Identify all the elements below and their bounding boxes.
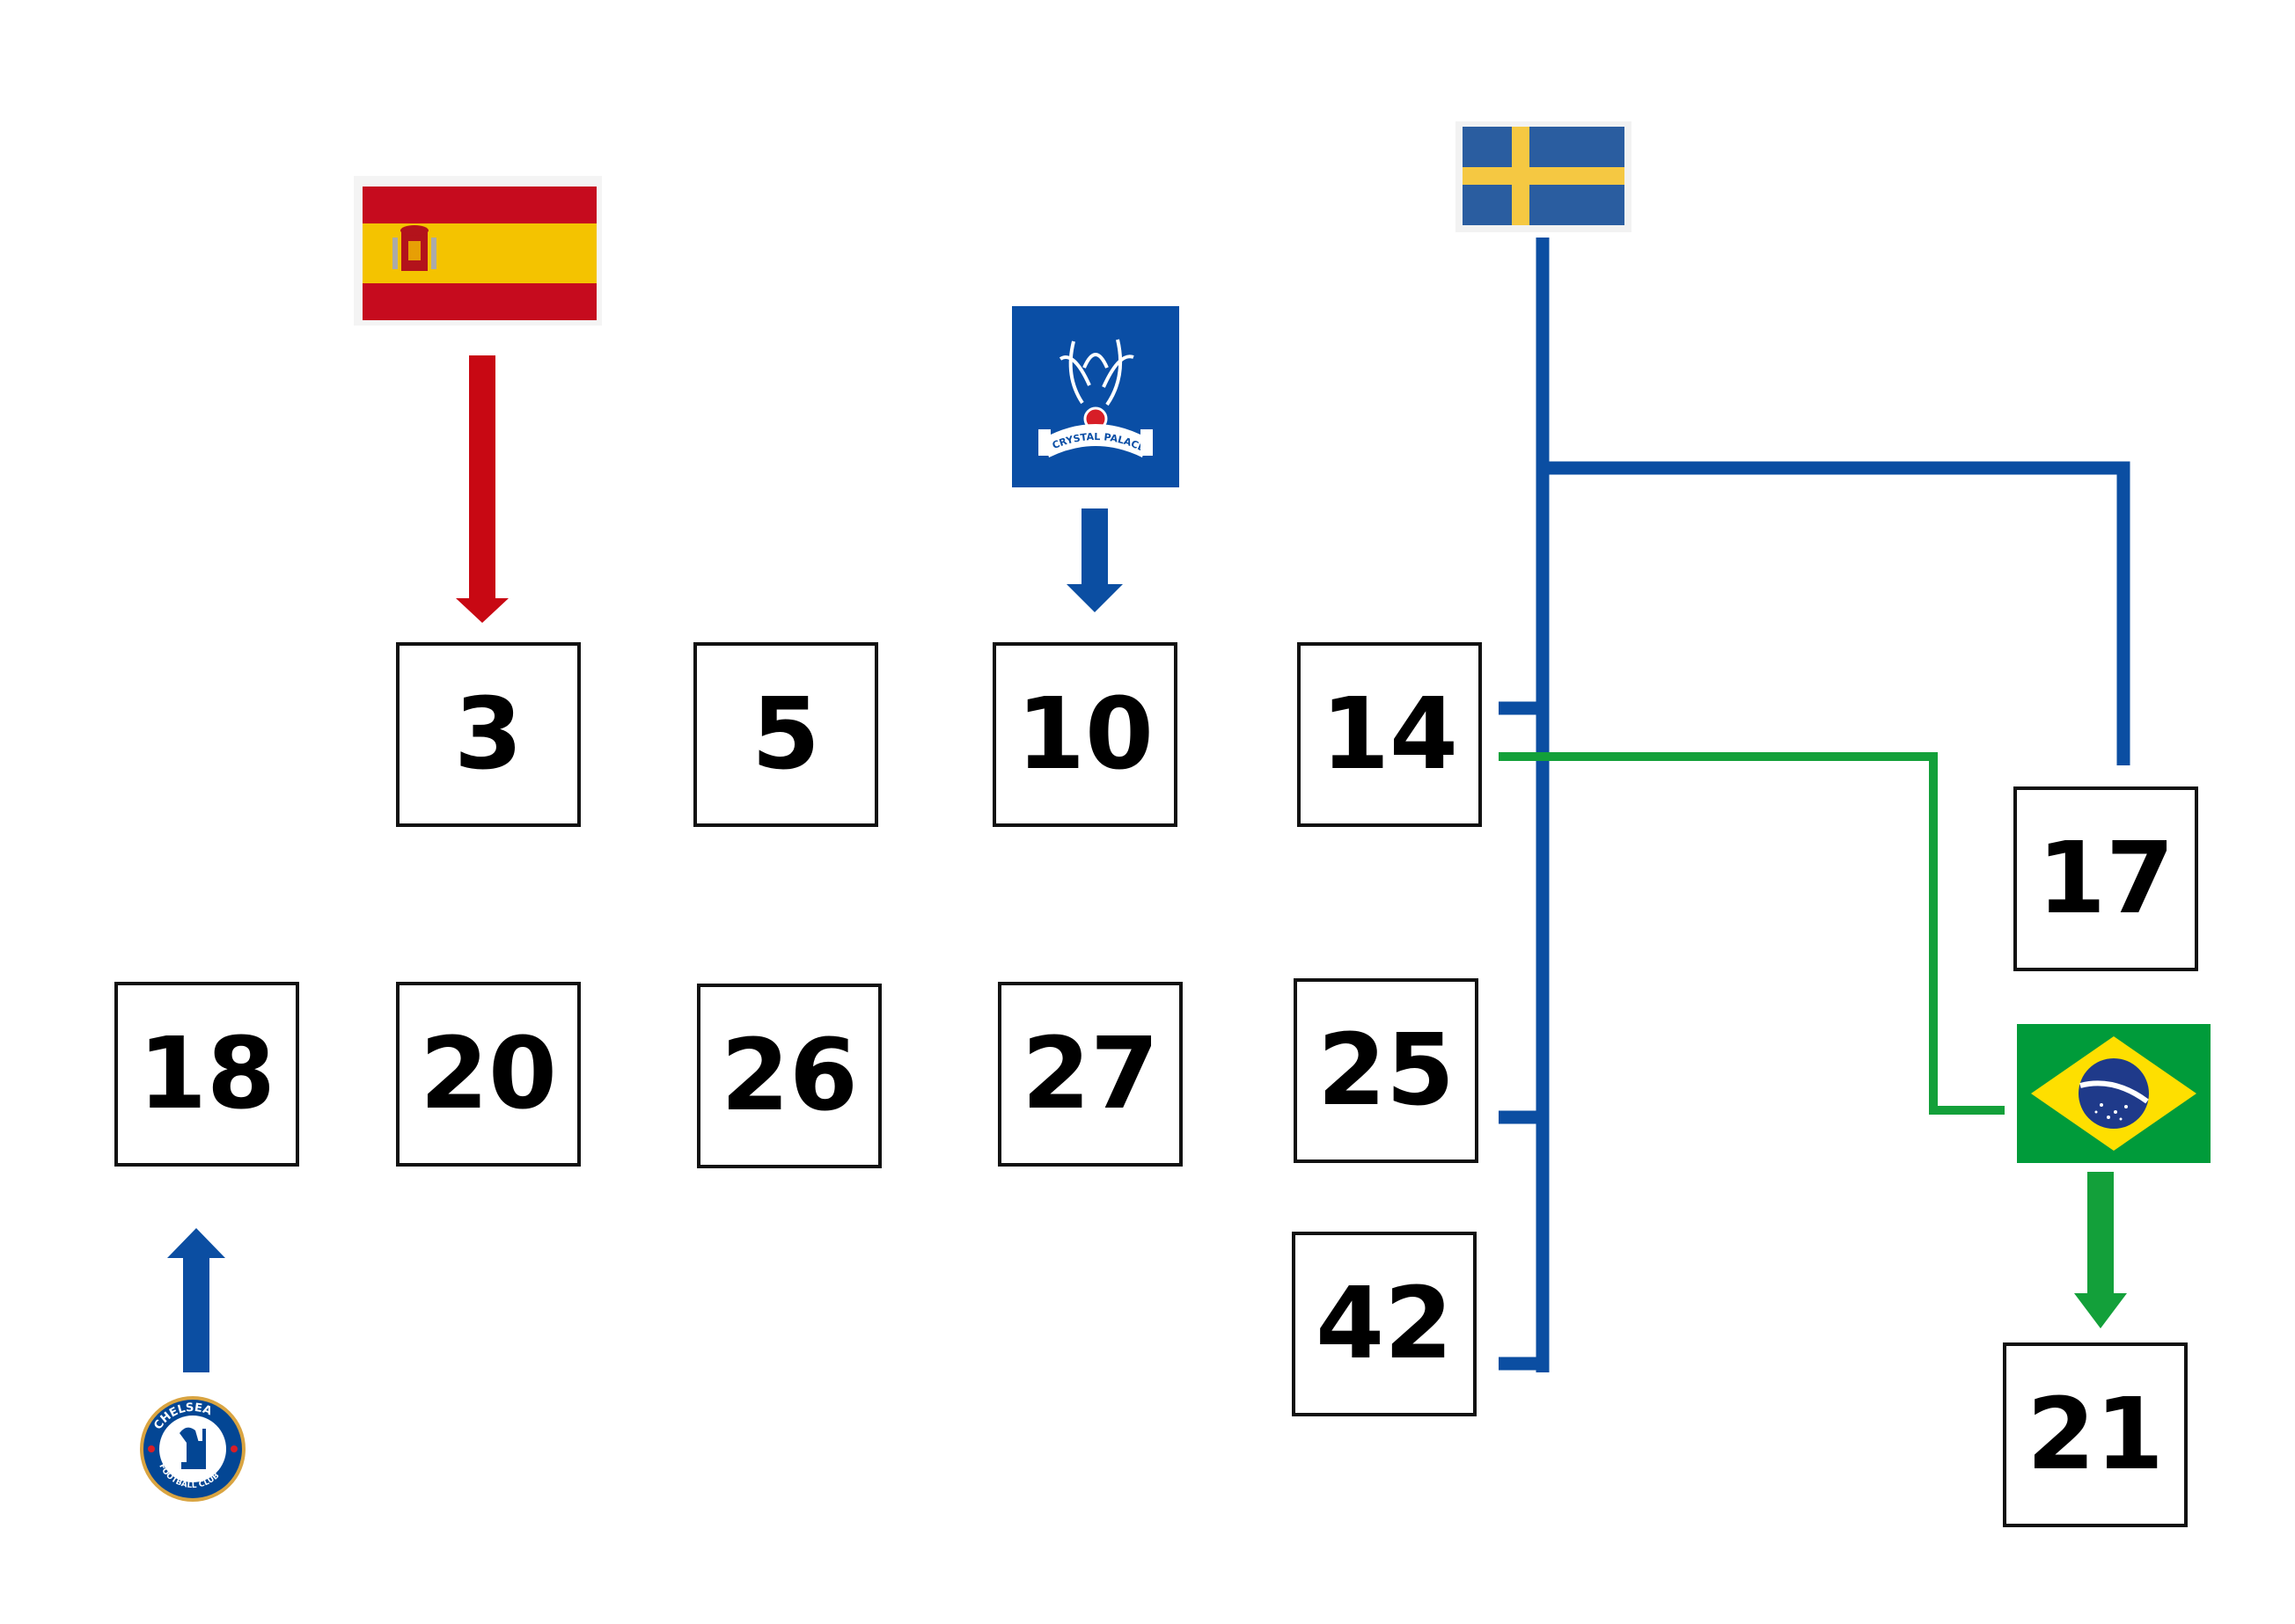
crystal-palace-crest-icon: CRYSTAL PALACE F.C. bbox=[1012, 306, 1179, 487]
number-box-17: 17 bbox=[2013, 786, 2198, 971]
spain-flag-icon bbox=[354, 176, 602, 326]
brazil-lines bbox=[1499, 752, 2127, 1328]
spain-arrow bbox=[456, 355, 509, 623]
number-box-20: 20 bbox=[396, 982, 581, 1167]
number-box-18: 18 bbox=[114, 982, 299, 1167]
number-box-5: 5 bbox=[693, 642, 878, 827]
number-box-26: 26 bbox=[697, 984, 882, 1168]
chelsea-arrow bbox=[167, 1228, 225, 1372]
brazil-flag-icon bbox=[2017, 1024, 2211, 1163]
chelsea-crest-icon: CHELSEA FOOTBALL CLUB bbox=[140, 1396, 246, 1502]
number-box-42: 42 bbox=[1292, 1232, 1477, 1416]
sweden-lines bbox=[1499, 238, 2130, 1372]
number-box-14: 14 bbox=[1297, 642, 1482, 827]
number-box-10: 10 bbox=[993, 642, 1177, 827]
spain-coat-of-arms-icon bbox=[392, 225, 436, 271]
number-box-27: 27 bbox=[998, 982, 1183, 1167]
number-box-25: 25 bbox=[1294, 978, 1478, 1163]
number-box-3: 3 bbox=[396, 642, 581, 827]
sweden-flag-icon bbox=[1455, 121, 1631, 232]
palace-arrow bbox=[1067, 508, 1123, 612]
number-box-21: 21 bbox=[2003, 1342, 2188, 1527]
